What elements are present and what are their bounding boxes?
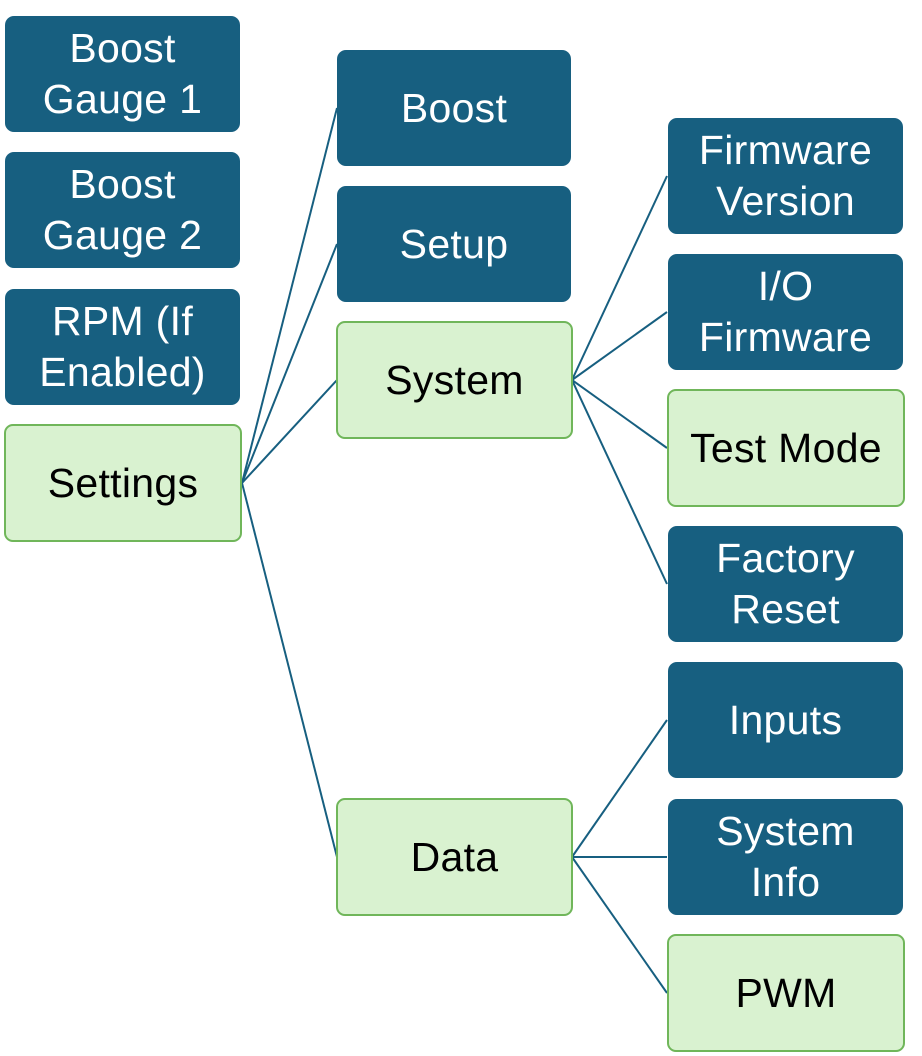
node-data-label: Data xyxy=(410,833,499,880)
node-setup-label: Setup xyxy=(399,220,509,267)
node-rpm-label: RPM (If Enabled) xyxy=(39,298,206,395)
connector-system-test-mode xyxy=(571,379,668,449)
node-boost-label: Boost xyxy=(400,84,508,131)
node-factory-reset-label: Factory Reset xyxy=(716,535,855,632)
node-boost-gauge-2: Boost Gauge 2 xyxy=(5,152,240,268)
node-rpm: RPM (If Enabled) xyxy=(5,289,240,405)
node-system-info-label: System Info xyxy=(716,808,855,905)
node-inputs: Inputs xyxy=(668,662,903,778)
connector-data-pwm xyxy=(571,856,668,994)
node-settings-label: Settings xyxy=(47,459,199,506)
node-system: System xyxy=(336,321,573,439)
node-factory-reset: Factory Reset xyxy=(668,526,903,642)
connector-system-firmware-version xyxy=(571,175,668,381)
node-io-firmware-label: I/O Firmware xyxy=(698,263,873,360)
node-test-mode: Test Mode xyxy=(667,389,905,507)
node-firmware-version: Firmware Version xyxy=(668,118,903,234)
node-boost-gauge-2-label: Boost Gauge 2 xyxy=(42,161,203,258)
node-firmware-version-label: Firmware Version xyxy=(698,127,873,224)
node-pwm-label: PWM xyxy=(735,969,837,1016)
node-settings: Settings xyxy=(4,424,242,542)
node-boost-gauge-1-label: Boost Gauge 1 xyxy=(42,25,203,122)
connector-system-io-firmware xyxy=(571,311,668,381)
connector-data-inputs xyxy=(571,719,668,858)
connector-settings-data xyxy=(241,482,338,858)
node-boost-gauge-1: Boost Gauge 1 xyxy=(5,16,240,132)
node-test-mode-label: Test Mode xyxy=(690,424,882,471)
node-setup: Setup xyxy=(337,186,571,302)
connector-system-factory-reset xyxy=(571,379,668,585)
node-io-firmware: I/O Firmware xyxy=(668,254,903,370)
node-inputs-label: Inputs xyxy=(728,696,843,743)
node-pwm: PWM xyxy=(667,934,905,1052)
node-data: Data xyxy=(336,798,573,916)
node-boost: Boost xyxy=(337,50,571,166)
node-system-label: System xyxy=(385,356,524,403)
connector-settings-setup xyxy=(241,243,338,484)
connector-settings-system xyxy=(241,379,338,484)
node-system-info: System Info xyxy=(668,799,903,915)
connector-settings-boost xyxy=(241,107,338,484)
